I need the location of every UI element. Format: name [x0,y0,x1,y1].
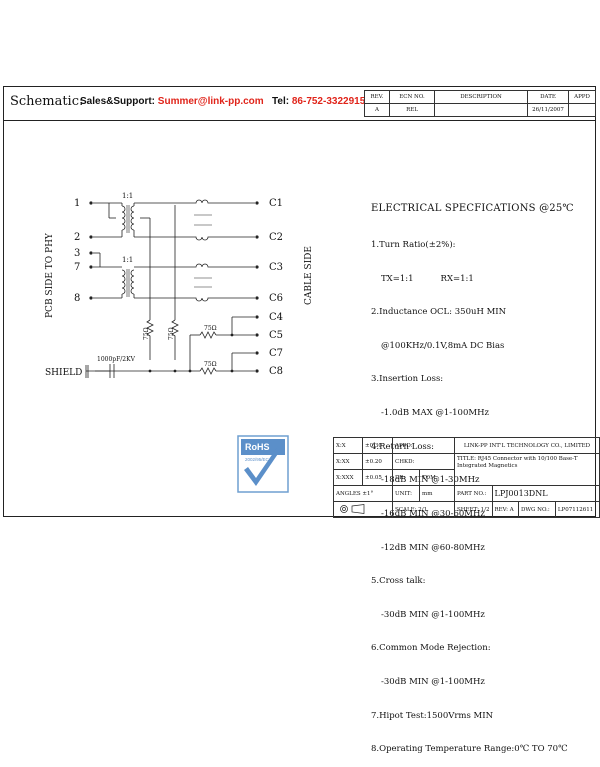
sheet-val: 1/2 [480,506,490,513]
spec-line: 6.Common Mode Rejection: [371,643,491,654]
title-label: TITLE: [457,456,477,462]
pin-c7-label: C7 [269,348,283,359]
unit-label: UNIT: [392,485,420,502]
spec-line: TX=1:1 RX=1:1 [381,273,474,284]
dr-name: TOM [419,469,455,486]
header-divider [3,120,596,121]
svg-text:RoHS: RoHS [245,442,270,452]
sales-label: Sales&Support: [80,96,156,107]
revision-table: REV. ECN NO. DESCRIPTION DATE APPD A REL… [364,90,596,117]
title-field: TITLE: RJ45 Connector with 10/100 Base-T… [454,453,600,486]
scale-field: SCALE: 2/1 [392,501,455,518]
company-name: LINK-PP INT'L TECHNOLOGY CO., LIMITED [454,437,600,454]
rev-label: REV: [494,506,508,513]
scale-val: 2/1 [418,506,428,513]
pin-2-label: 2 [74,232,80,243]
sales-support: Sales&Support: Summer@link-pp.com Tel: 8… [80,96,365,107]
spec-line: 5.Cross talk: [371,576,426,587]
scale-label: SCALE: [395,506,417,513]
pin-c1-label: C1 [269,198,283,209]
specs-title: ELECTRICAL SPECFICATIONS @25℃ [371,203,574,215]
dwg-no: LP07112611 [554,501,600,518]
rev-cell-appd [568,103,596,117]
title-text: RJ45 Connector with 10/100 Base-T Integr… [457,456,578,469]
spec-line: -30dB MIN @1-100MHz [381,676,485,687]
tol-x: X:X [333,437,363,454]
tel-label: Tel: [272,96,290,107]
pcb-side-label: PCB SIDE TO PHY [45,232,55,318]
spec-line: 8.Operating Temperature Range:0℃ TO 70℃ [371,744,568,755]
projection-icon [340,503,365,514]
rev-val: A [509,506,514,513]
tel-number: 86-752-3322915 [291,96,366,107]
tol-xxx-val: ±0.05 [362,469,393,486]
spec-line: @100KHz/0.1V,8mA DC Bias [381,340,505,351]
sheet-label: SHEET: [457,506,479,513]
shield-label: SHIELD [45,368,82,378]
angles-field: ANGLES ±1° [333,485,393,502]
resistor-label-4: 75Ω [204,361,217,368]
drawing-frame [3,86,596,517]
schematic-label: Schematic: [10,94,84,109]
pin-8-label: 8 [74,293,80,304]
pin-c3-label: C3 [269,262,283,273]
spec-line: 7.Hipot Test:1500Vrms MIN [371,710,494,721]
rohs-logo: RoHS 2002/95/EC [237,435,289,493]
tol-xx-val: ±0.20 [362,453,393,470]
ratio-bottom: 1:1 [122,256,133,264]
spec-line: 1.Turn Ratio(±2%): [371,240,456,251]
spec-line: -12dB MIN @60-80MHz [381,542,485,553]
pin-c2-label: C2 [269,232,283,243]
pin-c6-label: C6 [269,293,283,304]
resistor-label-3: 75Ω [204,325,217,332]
part-label: PART NO.: [454,485,493,502]
pin-c8-label: C8 [269,366,283,377]
part-no: LPJ0013DNL [491,485,600,502]
pin-c4-label: C4 [269,312,283,323]
unit-val: mm [419,485,455,502]
rev-field: REV: A [491,501,519,518]
pin-7-label: 7 [74,262,80,273]
svg-text:2002/95/EC: 2002/95/EC [245,457,270,462]
dwg-label: DWG NO.: [517,501,556,518]
termination-network [95,316,255,378]
capacitor-label: 1000pF/2KV [97,356,136,363]
tol-x-val: ±0.30 [362,437,393,454]
title-block: X:X ±0.30 APPD: LINK-PP INT'L TECHNOLOGY… [333,437,600,518]
schematic-diagram: 1 2 3 7 8 C1 C2 C3 C6 C4 C5 C7 C8 1:1 1:… [45,192,314,378]
dr-label: DR: [392,469,420,486]
resistor-label-1: 75Ω [143,327,150,340]
appd-field: APPD: [392,437,455,454]
sales-email[interactable]: Summer@link-pp.com [157,96,264,107]
pin-3-label: 3 [74,248,80,259]
lower-transformer [93,252,255,302]
spec-line: 2.Inductance OCL: 350uH MIN [371,307,507,318]
tol-xx: X:XX [333,453,363,470]
ratio-top: 1:1 [122,192,133,200]
spec-line: -1.0dB MAX @1-100MHz [381,408,489,419]
projection-symbol [333,501,393,518]
spec-line: 3.Insertion Loss: [371,374,444,385]
spec-line: -30dB MIN @1-100MHz [381,609,485,620]
cable-side-label: CABLE SIDE [304,246,314,305]
tol-xxx: X:XXX [333,469,363,486]
pin-1-label: 1 [74,198,80,209]
resistor-label-2: 75Ω [168,327,175,340]
pin-c5-label: C5 [269,330,283,341]
upper-transformer [93,199,255,320]
sheet-field: SHEET: 1/2 [454,501,493,518]
chkd-field: CHKD: [392,453,455,470]
